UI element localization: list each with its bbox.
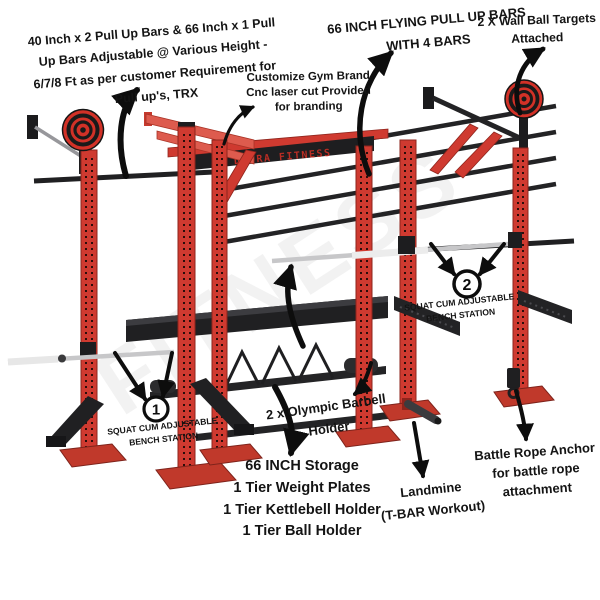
wall-ball-target-left xyxy=(61,108,105,152)
flying-bar-braces xyxy=(429,123,503,179)
arrow-station2-right xyxy=(478,242,506,277)
base-plate xyxy=(493,385,555,408)
arrow-wall-ball xyxy=(514,46,546,116)
annotation-arrows xyxy=(111,46,546,479)
arrow-battle-rope xyxy=(514,389,534,442)
annotation-line: 1 Tier Ball Holder xyxy=(242,523,362,540)
base-plates xyxy=(59,385,555,490)
arrow-branding xyxy=(222,105,255,146)
callout-station1: 1 xyxy=(142,395,170,423)
bench-arms xyxy=(46,290,572,447)
arrow-landmine xyxy=(411,421,430,479)
annotation-line: for branding xyxy=(274,100,343,114)
base-plate xyxy=(199,443,263,466)
annotation-line: Cnc laser cut Provided xyxy=(246,84,371,100)
arrow-olympic-up xyxy=(273,263,306,349)
post-right-wall xyxy=(512,116,529,401)
station1-number: 1 xyxy=(152,402,160,419)
spotter-arm-right-inner xyxy=(394,296,460,336)
base-plate xyxy=(335,425,401,448)
spotter-arm-left-inner xyxy=(190,378,254,435)
station2-number: 2 xyxy=(463,277,472,294)
annotation-wall-ball: 2 X Wall Ball Targets Attached xyxy=(461,9,600,50)
callout-station2: 2 xyxy=(452,269,482,299)
annotation-storage: 66 INCH Storage 1 Tier Weight Plates 1 T… xyxy=(202,456,402,543)
spotter-arm-left-outer xyxy=(46,396,104,447)
annotation-line: 1 Tier Weight Plates xyxy=(233,479,371,496)
post-rack-front-left xyxy=(177,122,196,478)
arrow-flying-bars xyxy=(357,50,394,177)
arrow-station1-right xyxy=(157,351,175,399)
annotation-line: 1 Tier Kettlebell Holder xyxy=(223,501,381,518)
arrow-station1-left xyxy=(113,351,147,402)
annotation-branding: Customize Gym Brand Cnc laser cut Provid… xyxy=(226,69,392,117)
barbell-right xyxy=(271,232,522,264)
barbell-left xyxy=(7,342,175,366)
landmine-attachment xyxy=(402,398,442,425)
arrow-station2-left xyxy=(429,242,456,277)
annotation-battle-rope: Battle Rope Anchor for battle rope attac… xyxy=(460,438,600,505)
base-plate xyxy=(59,443,127,468)
spotter-arm-right-outer xyxy=(518,290,572,324)
annotation-line: 66 INCH Storage xyxy=(245,458,359,474)
arrow-storage xyxy=(272,384,310,457)
base-plate xyxy=(155,461,237,490)
wall-bracket-left xyxy=(27,115,85,160)
post-left-wall xyxy=(79,148,98,459)
arrow-pullup-bars xyxy=(111,87,140,179)
post-station-right xyxy=(399,139,417,415)
wall-ball-target-right xyxy=(504,79,544,119)
arrow-olympic-short xyxy=(352,361,373,396)
